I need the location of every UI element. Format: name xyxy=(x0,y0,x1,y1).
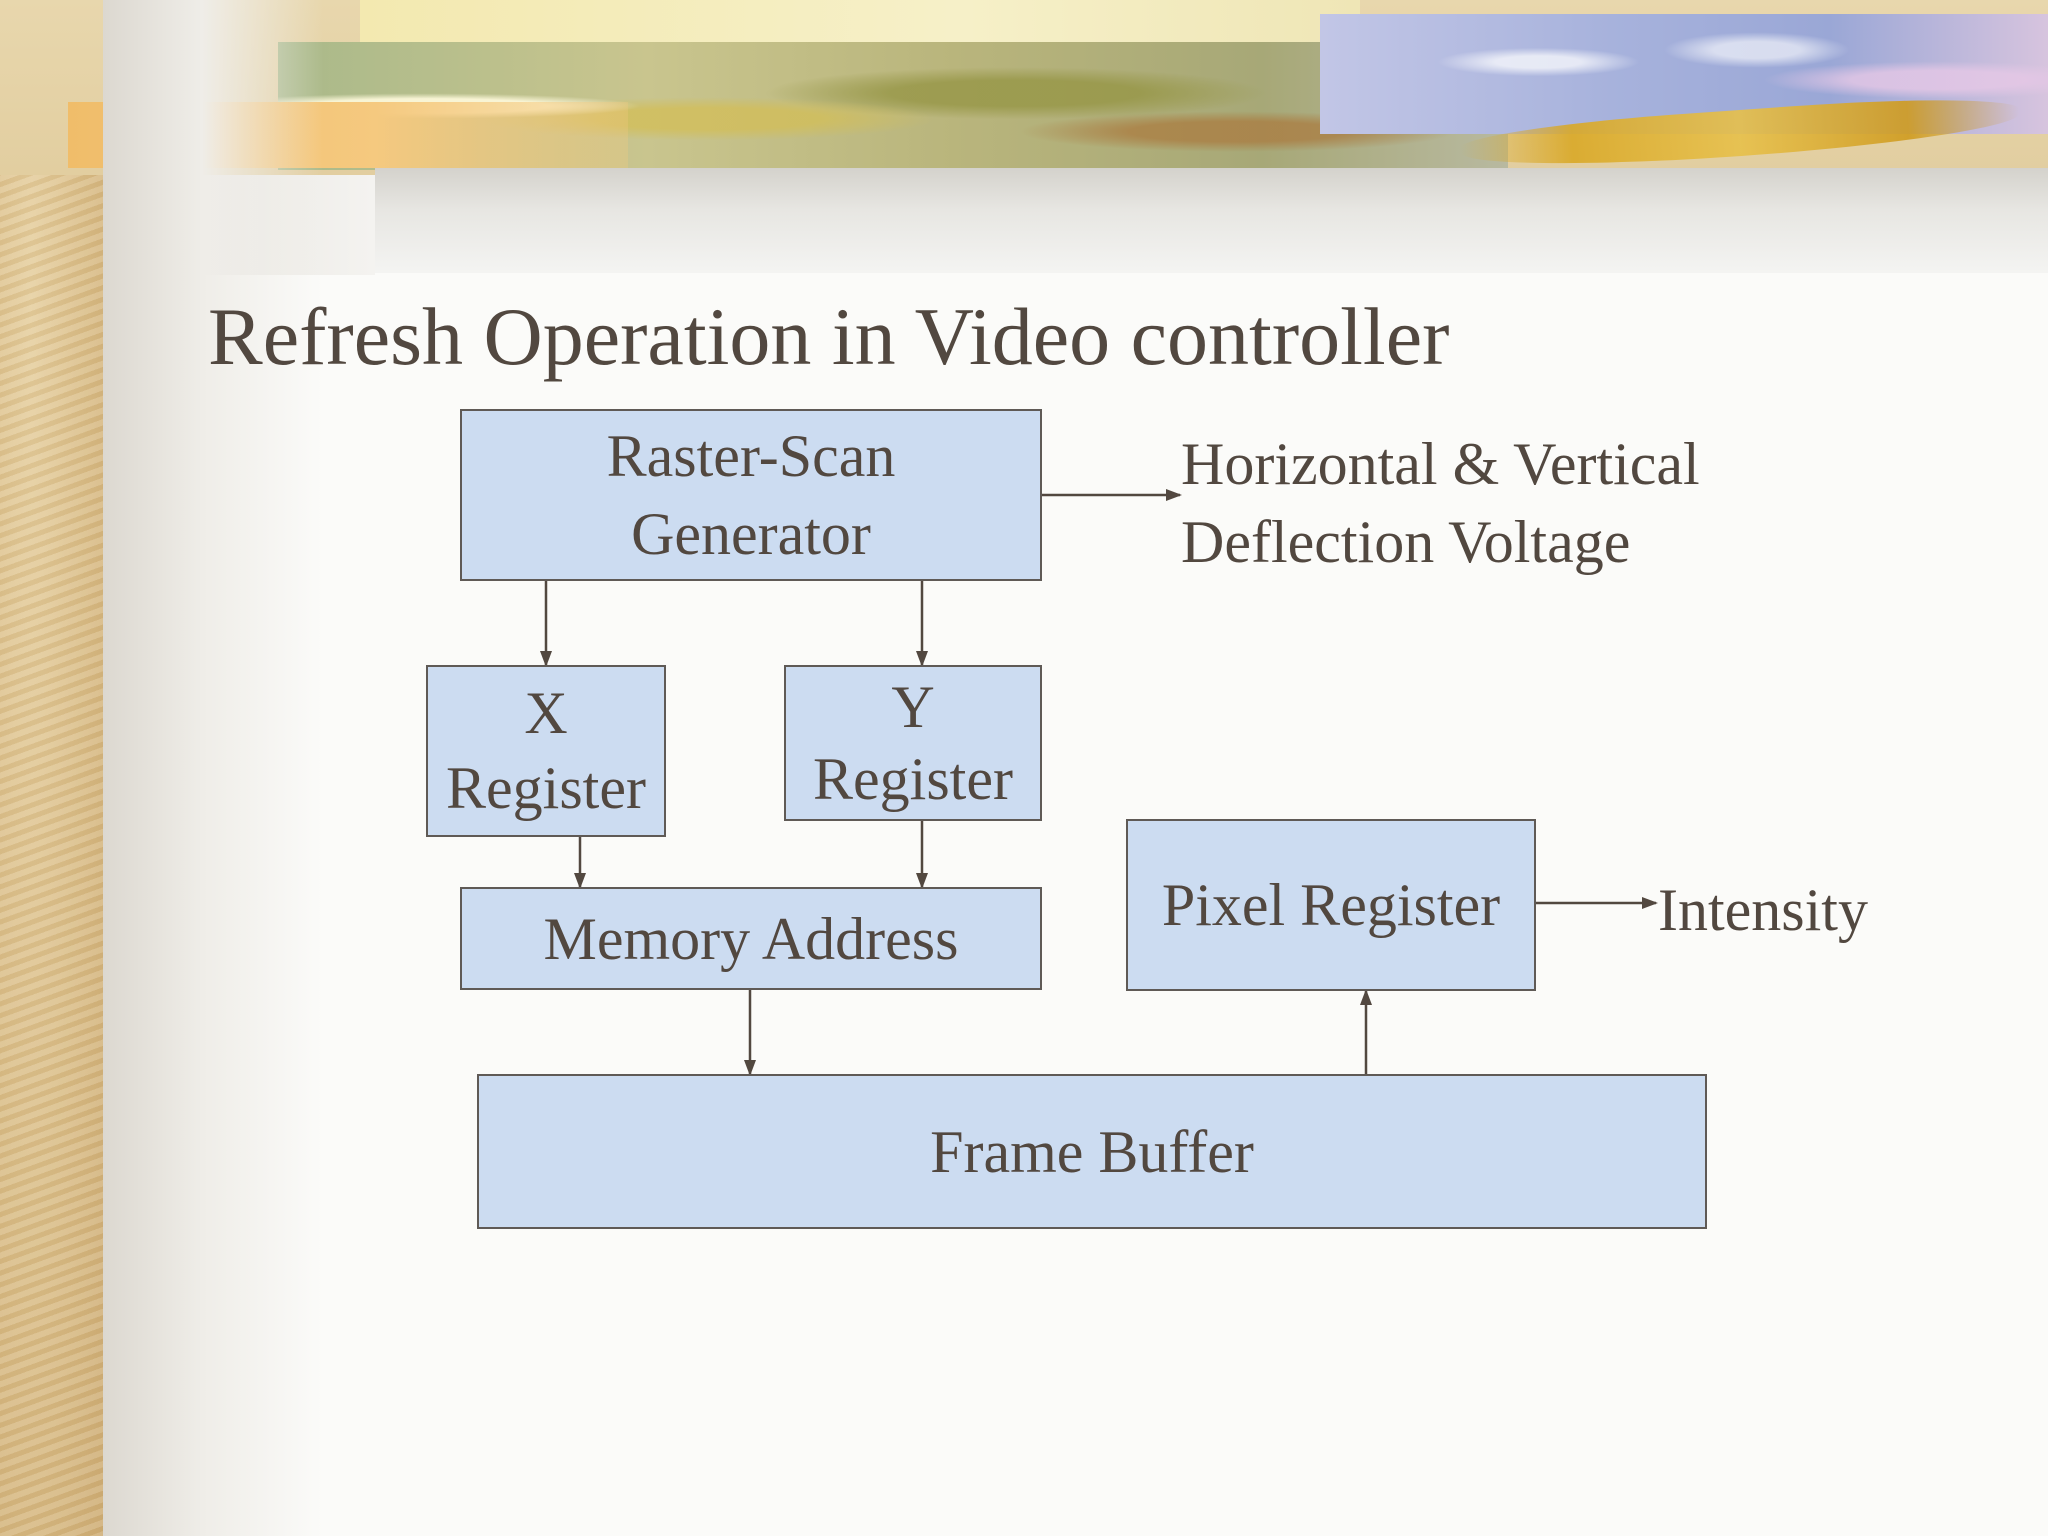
raster-scan-line2: Generator xyxy=(631,501,871,567)
y-register-line1: Y xyxy=(891,674,935,740)
pixel-register-box: Pixel Register xyxy=(1126,819,1536,991)
left-texture-strip xyxy=(0,0,103,1536)
frame-buffer-label: Frame Buffer xyxy=(930,1118,1254,1185)
raster-scan-generator-box: Raster-Scan Generator xyxy=(460,409,1042,581)
x-register-line2: Register xyxy=(446,755,646,821)
deflection-line1: Horizontal & Vertical xyxy=(1181,431,1700,497)
memory-address-box: Memory Address xyxy=(460,887,1042,990)
raster-scan-line1: Raster-Scan xyxy=(606,423,896,489)
slide-title: Refresh Operation in Video controller xyxy=(208,291,1450,382)
banner-shadow xyxy=(375,168,2048,273)
y-register-box: Y Register xyxy=(784,665,1042,821)
x-register-box: X Register xyxy=(426,665,666,837)
y-register-line2: Register xyxy=(813,746,1013,812)
pixel-register-label: Pixel Register xyxy=(1161,872,1501,938)
x-register-line1: X xyxy=(524,680,568,746)
deflection-line2: Deflection Voltage xyxy=(1181,509,1631,575)
memory-address-label: Memory Address xyxy=(543,905,959,972)
frame-buffer-box: Frame Buffer xyxy=(477,1074,1707,1229)
intensity-output-label: Intensity xyxy=(1658,877,1868,943)
left-fade xyxy=(103,0,323,1536)
deflection-output-label: Horizontal & Vertical Deflection Voltage xyxy=(1181,425,1700,581)
